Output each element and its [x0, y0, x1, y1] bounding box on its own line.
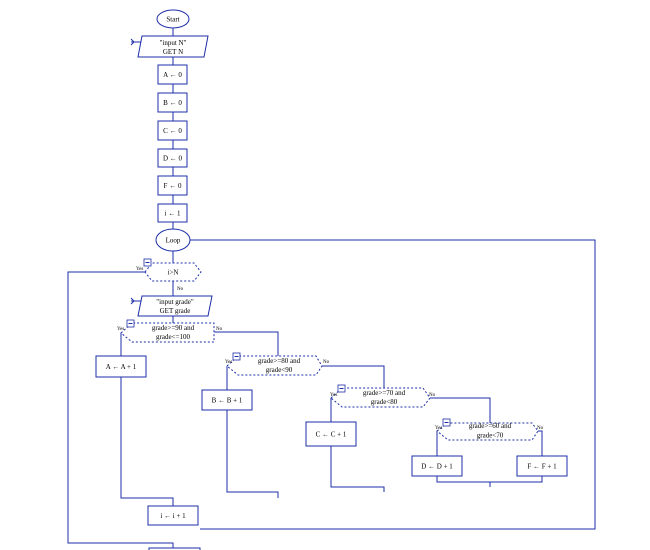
- collapse-decision-c[interactable]: [337, 384, 346, 393]
- branch-labels: Yes No Yes No Yes No Yes No Yes No: [117, 267, 544, 431]
- node-inc-d: D ← D + 1: [411, 455, 463, 477]
- collapse-decision-b[interactable]: [232, 352, 241, 361]
- inc-c-label: C ← C + 1: [316, 431, 347, 439]
- init-d-label: D ← 0: [163, 155, 183, 163]
- node-init-i: i ← 1: [157, 203, 188, 223]
- node-init-b: B ← 0: [157, 92, 188, 113]
- inc-i-label: i ← i + 1: [160, 512, 186, 520]
- loop-yes-label: Yes: [136, 267, 143, 272]
- init-b-label: B ← 0: [163, 99, 182, 107]
- decision-c-yes-label: Yes: [330, 393, 337, 398]
- node-inc-b: B ← B + 1: [201, 389, 253, 411]
- loop-condition-label: i>N: [168, 269, 179, 277]
- node-decision-b: grade>=80 and grade<90: [226, 355, 323, 376]
- connectors: [67, 28, 596, 550]
- decision-b-line2: grade<90: [266, 366, 293, 374]
- node-loop: Loop: [155, 228, 191, 252]
- inc-b-label: B ← B + 1: [212, 397, 243, 405]
- decision-b-no-label: No: [323, 360, 330, 365]
- init-c-label: C ← 0: [163, 127, 182, 135]
- node-inc-c: C ← C + 1: [305, 421, 357, 447]
- node-init-c: C ← 0: [157, 120, 188, 141]
- start-label: Start: [166, 16, 179, 24]
- node-decision-a: grade>=90 and grade<=100: [120, 322, 215, 343]
- node-input-n: "input N" GET N: [137, 35, 209, 58]
- entry-arrow-input-grade: [130, 297, 141, 305]
- node-start: Start: [156, 9, 190, 29]
- collapse-loop-condition[interactable]: [143, 258, 152, 267]
- decision-a-line1: grade>=90 and: [152, 324, 195, 332]
- node-inc-i: i ← i + 1: [147, 505, 199, 526]
- decision-d-no-label: No: [537, 426, 544, 431]
- entry-arrow-input-n: [130, 38, 141, 46]
- node-decision-d: grade>=60 and grade<70: [436, 422, 539, 441]
- node-inc-f: F ← F + 1: [516, 455, 568, 477]
- inc-d-label: D ← D + 1: [421, 463, 453, 471]
- node-end-partial: [148, 547, 201, 550]
- node-init-f: F ← 0: [157, 175, 188, 196]
- collapse-decision-a[interactable]: [126, 319, 135, 328]
- decision-a-line2: grade<=100: [156, 333, 190, 341]
- inc-f-label: F ← F + 1: [527, 463, 557, 471]
- decision-a-no-label: No: [216, 327, 223, 332]
- input-grade-get: GET grade: [160, 307, 191, 315]
- node-inc-a: A ← A + 1: [95, 355, 147, 378]
- input-n-get: GET N: [163, 48, 183, 56]
- loop-no-label: No: [177, 287, 184, 292]
- node-decision-c: grade>=70 and grade<80: [330, 387, 431, 408]
- decision-c-no-label: No: [429, 393, 436, 398]
- decision-d-line2: grade<70: [477, 432, 504, 440]
- decision-a-yes-label: Yes: [117, 327, 124, 332]
- input-n-prompt: "input N": [160, 39, 187, 47]
- node-init-a: A ← 0: [157, 64, 188, 85]
- node-input-grade: "input grade" GET grade: [137, 295, 213, 317]
- decision-c-line2: grade<80: [371, 398, 398, 406]
- init-a-label: A ← 0: [163, 71, 182, 79]
- decision-b-line1: grade>=80 and: [258, 357, 301, 365]
- input-grade-prompt: "input grade": [156, 298, 194, 306]
- decision-d-yes-label: Yes: [435, 426, 442, 431]
- inc-a-label: A ← A + 1: [106, 363, 137, 371]
- init-f-label: F ← 0: [164, 182, 182, 190]
- node-init-d: D ← 0: [157, 148, 188, 168]
- collapse-decision-d[interactable]: [442, 418, 451, 427]
- decision-d-line1: grade>=60 and: [469, 422, 512, 430]
- node-loop-condition: i>N: [144, 262, 202, 282]
- init-i-label: i ← 1: [165, 210, 181, 218]
- decision-b-yes-label: Yes: [225, 360, 232, 365]
- loop-label: Loop: [166, 237, 181, 245]
- decision-c-line1: grade>=70 and: [363, 389, 406, 397]
